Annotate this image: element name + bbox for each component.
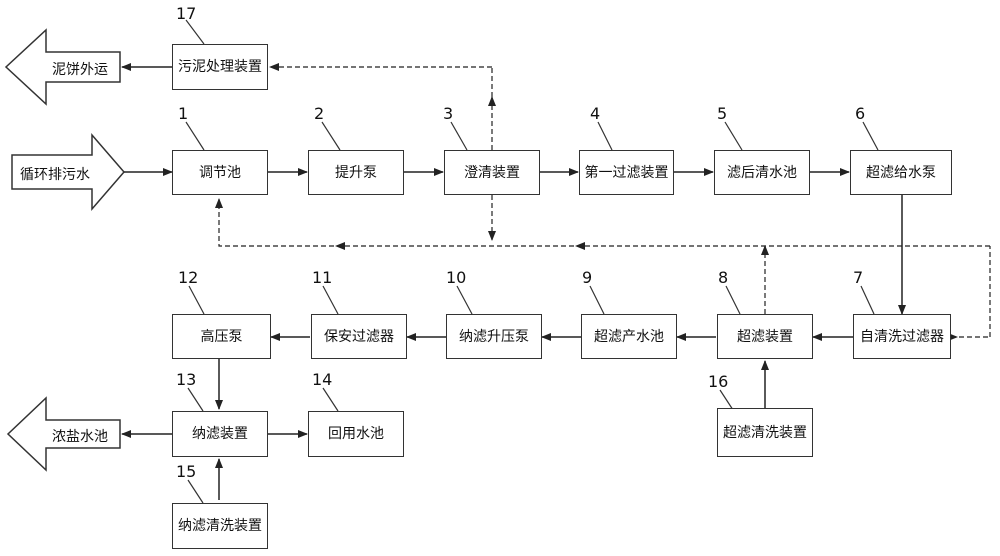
box-nf-cleaning: 纳滤清洗装置 — [172, 503, 268, 549]
return-line-to-1 — [215, 198, 990, 247]
box-uf-device: 超滤装置 — [717, 314, 813, 359]
brine-out-arrow — [6, 396, 121, 472]
label-17: 17 — [176, 4, 197, 23]
label-7: 7 — [853, 268, 864, 287]
label-15: 15 — [176, 462, 197, 481]
box-self-cleaning-filter: 自清洗过滤器 — [853, 314, 951, 359]
box-reuse-water-tank: 回用水池 — [308, 411, 404, 457]
box-clarifier: 澄清装置 — [444, 150, 540, 195]
label-4: 4 — [590, 104, 601, 123]
box-high-pressure-pump: 高压泵 — [172, 314, 271, 359]
brine-out-label: 浓盐水池 — [52, 429, 108, 445]
label-1: 1 — [178, 104, 189, 123]
box-sludge-treatment: 污泥处理装置 — [172, 44, 268, 90]
box-uf-product-tank: 超滤产水池 — [581, 314, 677, 359]
number-leaders — [185, 19, 879, 504]
label-14: 14 — [312, 370, 333, 389]
box-uf-feed-pump: 超滤给水泵 — [850, 150, 952, 195]
label-9: 9 — [582, 268, 593, 287]
label-6: 6 — [855, 104, 866, 123]
label-13: 13 — [176, 370, 197, 389]
input-arrow — [11, 132, 125, 212]
sludge-out-arrow — [4, 28, 121, 106]
label-8: 8 — [718, 268, 729, 287]
sludge-out-label: 泥饼外运 — [52, 62, 108, 78]
label-3: 3 — [443, 104, 454, 123]
box-first-filter: 第一过滤装置 — [579, 150, 674, 195]
box-nf-booster-pump: 纳滤升压泵 — [446, 314, 542, 359]
box-regulating-tank: 调节池 — [172, 150, 268, 195]
label-2: 2 — [314, 104, 325, 123]
box-filtered-water-tank: 滤后清水池 — [714, 150, 810, 195]
box-security-filter: 保安过滤器 — [311, 314, 407, 359]
input-label: 循环排污水 — [20, 167, 90, 183]
label-12: 12 — [178, 268, 199, 287]
label-5: 5 — [717, 104, 728, 123]
box-uf-cleaning: 超滤清洗装置 — [717, 408, 813, 457]
box-nf-device: 纳滤装置 — [172, 411, 268, 457]
label-16: 16 — [708, 372, 729, 391]
label-10: 10 — [446, 268, 467, 287]
box-lift-pump: 提升泵 — [308, 150, 404, 195]
label-11: 11 — [312, 268, 333, 287]
